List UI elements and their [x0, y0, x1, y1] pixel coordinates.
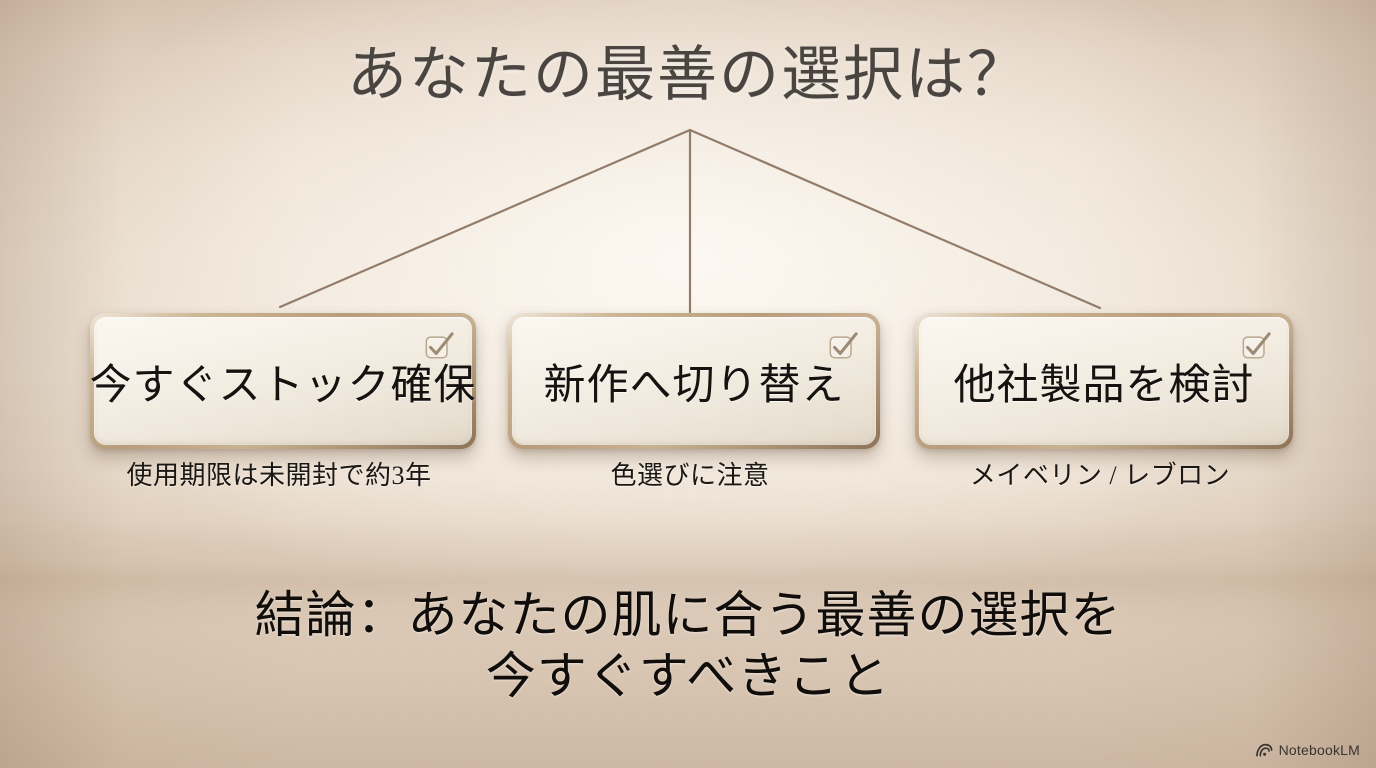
option-box-2-surface: 新作へ切り替え	[512, 317, 876, 445]
option-box-3-surface: 他社製品を検討	[919, 317, 1289, 445]
option-box-1-surface: 今すぐストック確保	[90, 317, 476, 445]
page-title: あなたの最善の選択は？	[347, 42, 1029, 108]
option-box-1-label: 今すぐストック確保	[89, 362, 477, 409]
option-box-3[interactable]: 他社製品を検討	[915, 313, 1293, 449]
option-box-1[interactable]: 今すぐストック確保	[90, 313, 476, 449]
option-box-3-label: 他社製品を検討	[953, 362, 1255, 409]
option-caption-3: メイベリン / レブロン	[969, 461, 1231, 490]
checkbox-checked-icon[interactable]	[424, 331, 454, 361]
checkbox-checked-icon[interactable]	[828, 331, 858, 361]
option-box-2[interactable]: 新作へ切り替え	[508, 313, 880, 449]
notebooklm-watermark-label: NotebookLM	[1278, 742, 1360, 758]
notebooklm-watermark: NotebookLM	[1255, 742, 1360, 758]
conclusion-line-1: 結論：あなたの肌に合う最善の選択を	[254, 587, 1122, 643]
option-box-2-label: 新作へ切り替え	[543, 362, 845, 409]
option-caption-2: 色選びに注意	[610, 461, 770, 490]
checkbox-checked-icon[interactable]	[1241, 331, 1271, 361]
conclusion-line-2: 今すぐすべきこと	[485, 648, 891, 704]
option-caption-1: 使用期限は未開封で約3年	[126, 461, 432, 490]
notebooklm-logo-icon	[1255, 743, 1273, 757]
conclusion-text: 結論：あなたの肌に合う最善の選択を 今すぐすべきこと	[0, 585, 1376, 707]
